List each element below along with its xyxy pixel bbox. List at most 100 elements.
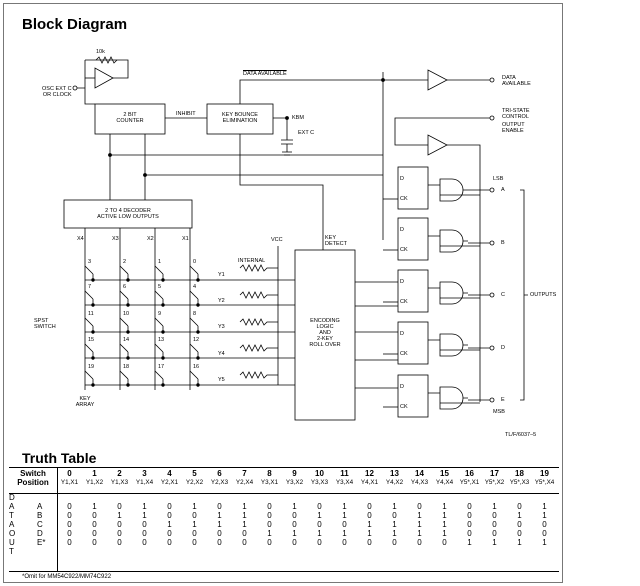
table-cell: 0 (217, 502, 222, 511)
y-label: Y3 (218, 324, 225, 330)
table-cell: 0 (142, 538, 147, 547)
output-letter: A (501, 187, 505, 193)
key-number: 12 (193, 337, 200, 343)
table-cell: 0 (467, 502, 472, 511)
position-number: 16 (465, 469, 474, 478)
key-number: 6 (123, 284, 127, 290)
table-cell: 1 (317, 511, 322, 520)
position-number: 5 (192, 469, 197, 478)
outputs-label: OUTPUTS (530, 292, 557, 298)
table-cell: 1 (392, 529, 397, 538)
position-coordinate: Y4,X2 (385, 479, 404, 486)
y-label: Y2 (218, 298, 225, 304)
position-coordinate: Y2,X1 (160, 479, 179, 486)
position-coordinate: Y4,X3 (410, 479, 429, 486)
table-cell: 1 (492, 538, 497, 547)
key-array-label: KEY ARRAY (75, 396, 95, 408)
tristate-label: TRI-STATE CONTROL (502, 108, 530, 120)
table-cell (57, 493, 82, 502)
table-cell (182, 493, 207, 502)
inhibit-label: INHIBIT (176, 111, 196, 117)
table-cell: 1 (142, 511, 147, 520)
table-cell: 1 (517, 511, 522, 520)
table-cell: 0 (267, 511, 272, 520)
ff-d-label: D (400, 176, 404, 182)
table-cell: 0 (342, 520, 347, 529)
table-cell (132, 547, 157, 556)
table-cell (382, 547, 407, 556)
table-cell: 1 (92, 502, 97, 511)
key-detect-label: KEY DETECT (325, 235, 347, 247)
ff-d-label: D (400, 227, 404, 233)
position-coordinate: Y5*,X4 (534, 479, 555, 486)
table-cell (332, 547, 357, 556)
table-cell: 1 (117, 511, 122, 520)
position-coordinate: Y1,X2 (85, 479, 104, 486)
output-letter: D (501, 345, 505, 351)
table-cell: 0 (317, 520, 322, 529)
ff-ck-label: CK (400, 196, 408, 202)
lsb-label: LSB (493, 176, 504, 182)
table-cell: 0 (142, 520, 147, 529)
position-number: 4 (167, 469, 172, 478)
key-number: 0 (193, 259, 197, 265)
table-cell: 0 (92, 511, 97, 520)
key-switch (189, 370, 199, 385)
table-cell: 0 (242, 538, 247, 547)
flip-flop (397, 269, 429, 313)
key-number: 4 (193, 284, 197, 290)
counter-label: 2 BIT COUNTER (116, 112, 144, 124)
table-cell (382, 493, 407, 502)
output-row-label: C (37, 520, 43, 529)
table-cell (257, 493, 282, 502)
table-cell (432, 493, 457, 502)
position-number: 18 (515, 469, 524, 478)
x-label: X2 (147, 236, 154, 242)
position-coordinate: Y4,X1 (360, 479, 379, 486)
position-coordinate: Y3,X2 (285, 479, 304, 486)
ff-ck-label: CK (400, 404, 408, 410)
msb-label: MSB (493, 409, 505, 415)
table-cell: 0 (317, 538, 322, 547)
table-cell: 1 (542, 511, 547, 520)
ff-ck-label: CK (400, 351, 408, 357)
table-cell: 1 (317, 529, 322, 538)
table-cell: 1 (242, 511, 247, 520)
x-label: X1 (182, 236, 189, 242)
output-letter: B (501, 240, 505, 246)
table-cell: 0 (492, 529, 497, 538)
table-cell: 0 (292, 511, 297, 520)
block-diagram-title: Block Diagram (22, 16, 128, 33)
table-cell (457, 547, 482, 556)
key-number: 19 (88, 364, 95, 370)
table-cell: 0 (492, 520, 497, 529)
table-cell: 1 (417, 520, 422, 529)
table-cell (182, 547, 207, 556)
key-switch (154, 290, 164, 305)
position-number: 3 (142, 469, 147, 478)
position-coordinate: Y5*,X3 (509, 479, 530, 486)
ff-d-label: D (400, 279, 404, 285)
key-number: 16 (193, 364, 200, 370)
table-cell (232, 547, 257, 556)
position-number: 9 (292, 469, 297, 478)
key-number: 13 (158, 337, 165, 343)
position-number: 2 (117, 469, 122, 478)
and-gate (439, 178, 464, 202)
table-cell (407, 547, 432, 556)
table-cell: 1 (417, 511, 422, 520)
table-cell: 0 (167, 538, 172, 547)
key-switch (84, 317, 94, 332)
key-number: 7 (88, 284, 92, 290)
position-number: 0 (67, 469, 72, 478)
table-cell: 1 (392, 502, 397, 511)
table-cell (457, 493, 482, 502)
x-label: X4 (77, 236, 84, 242)
table-cell: 0 (467, 520, 472, 529)
ff-d-label: D (400, 384, 404, 390)
table-cell: 0 (492, 511, 497, 520)
table-cell: 0 (367, 502, 372, 511)
and-gate (439, 229, 464, 253)
